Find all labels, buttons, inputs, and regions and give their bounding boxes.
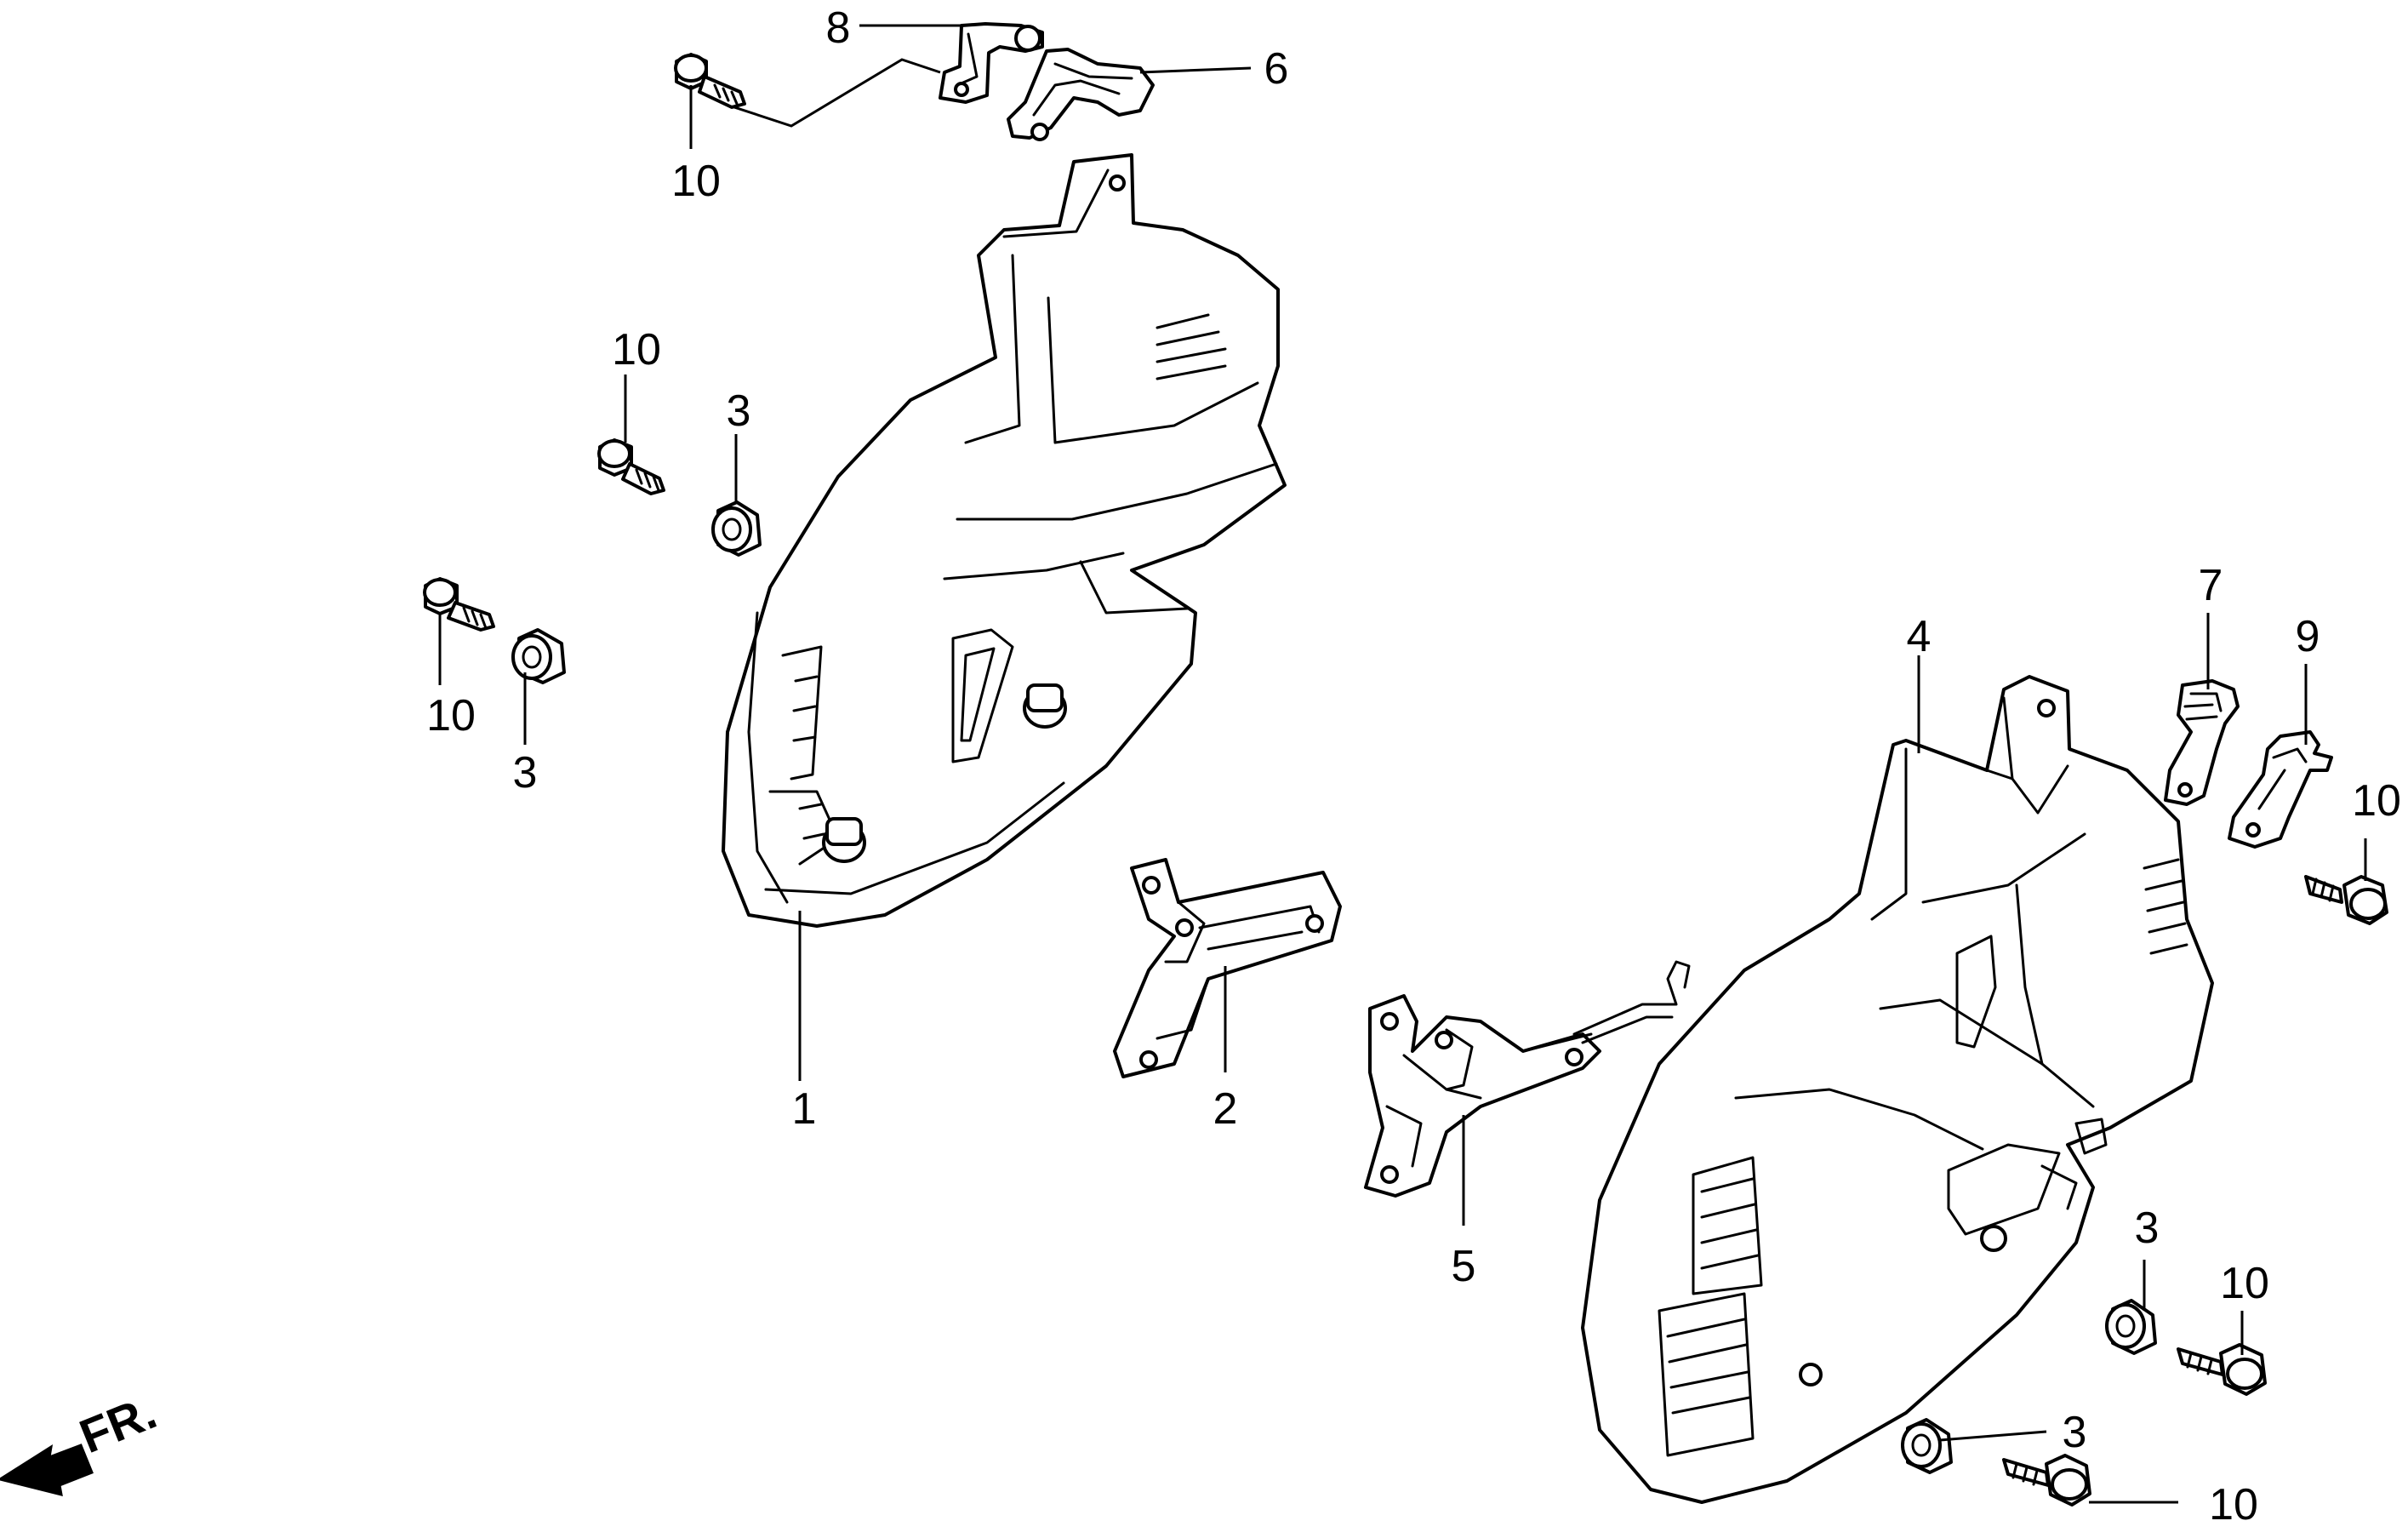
callout-3-c: 3	[2135, 1204, 2160, 1253]
callout-4: 4	[1907, 612, 1932, 661]
right-drive-cover-part-4	[1581, 675, 2214, 1504]
callout-1: 1	[792, 1084, 817, 1134]
callout-3-d: 3	[2063, 1408, 2087, 1457]
callout-9: 9	[2296, 612, 2320, 661]
clamp-part-6	[1007, 48, 1155, 141]
callout-10-e: 10	[2220, 1259, 2269, 1308]
stay-part-9	[2228, 730, 2333, 849]
cable-holder-part-2	[1113, 858, 1342, 1078]
callout-10-a: 10	[671, 157, 721, 206]
bolt-part-10-f	[2002, 1454, 2091, 1507]
callout-8: 8	[826, 3, 851, 53]
direction-label: FR.	[72, 1385, 163, 1463]
callout-3-a: 3	[727, 386, 751, 436]
bolt-part-10-c	[423, 577, 495, 632]
callout-7: 7	[2199, 561, 2223, 610]
arrow-left-icon	[0, 1444, 94, 1497]
collar-part-3-d	[1901, 1418, 1953, 1474]
clamp-part-7	[2164, 679, 2240, 806]
callout-6: 6	[1264, 44, 1289, 94]
callout-10-f: 10	[2209, 1480, 2258, 1529]
collar-part-3-a	[711, 500, 762, 557]
collar-part-3-c	[2105, 1299, 2157, 1355]
callout-labels: 1 2 3 3 3 3 4 5 6 7 8 9 10 10 10 10 10 1…	[426, 3, 2401, 1529]
callout-10-c: 10	[426, 691, 476, 740]
callout-3-b: 3	[513, 748, 538, 798]
left-drive-cover-part-1	[722, 153, 1287, 928]
collar-part-3-b	[511, 628, 566, 684]
stay-part-8	[939, 22, 1044, 104]
callout-5: 5	[1452, 1242, 1476, 1291]
callout-10-d: 10	[2352, 776, 2401, 826]
leader-lines	[438, 24, 2367, 1504]
bolt-part-10-b	[597, 438, 665, 495]
cable-bracket-part-5	[1364, 960, 1691, 1198]
front-direction-indicator: FR.	[0, 1385, 163, 1497]
bolt-part-10-a	[674, 53, 746, 109]
callout-2: 2	[1213, 1084, 1238, 1134]
bolt-part-10-d	[2304, 875, 2388, 925]
bolt-part-10-e	[2177, 1343, 2267, 1396]
callout-10-b: 10	[612, 325, 661, 374]
